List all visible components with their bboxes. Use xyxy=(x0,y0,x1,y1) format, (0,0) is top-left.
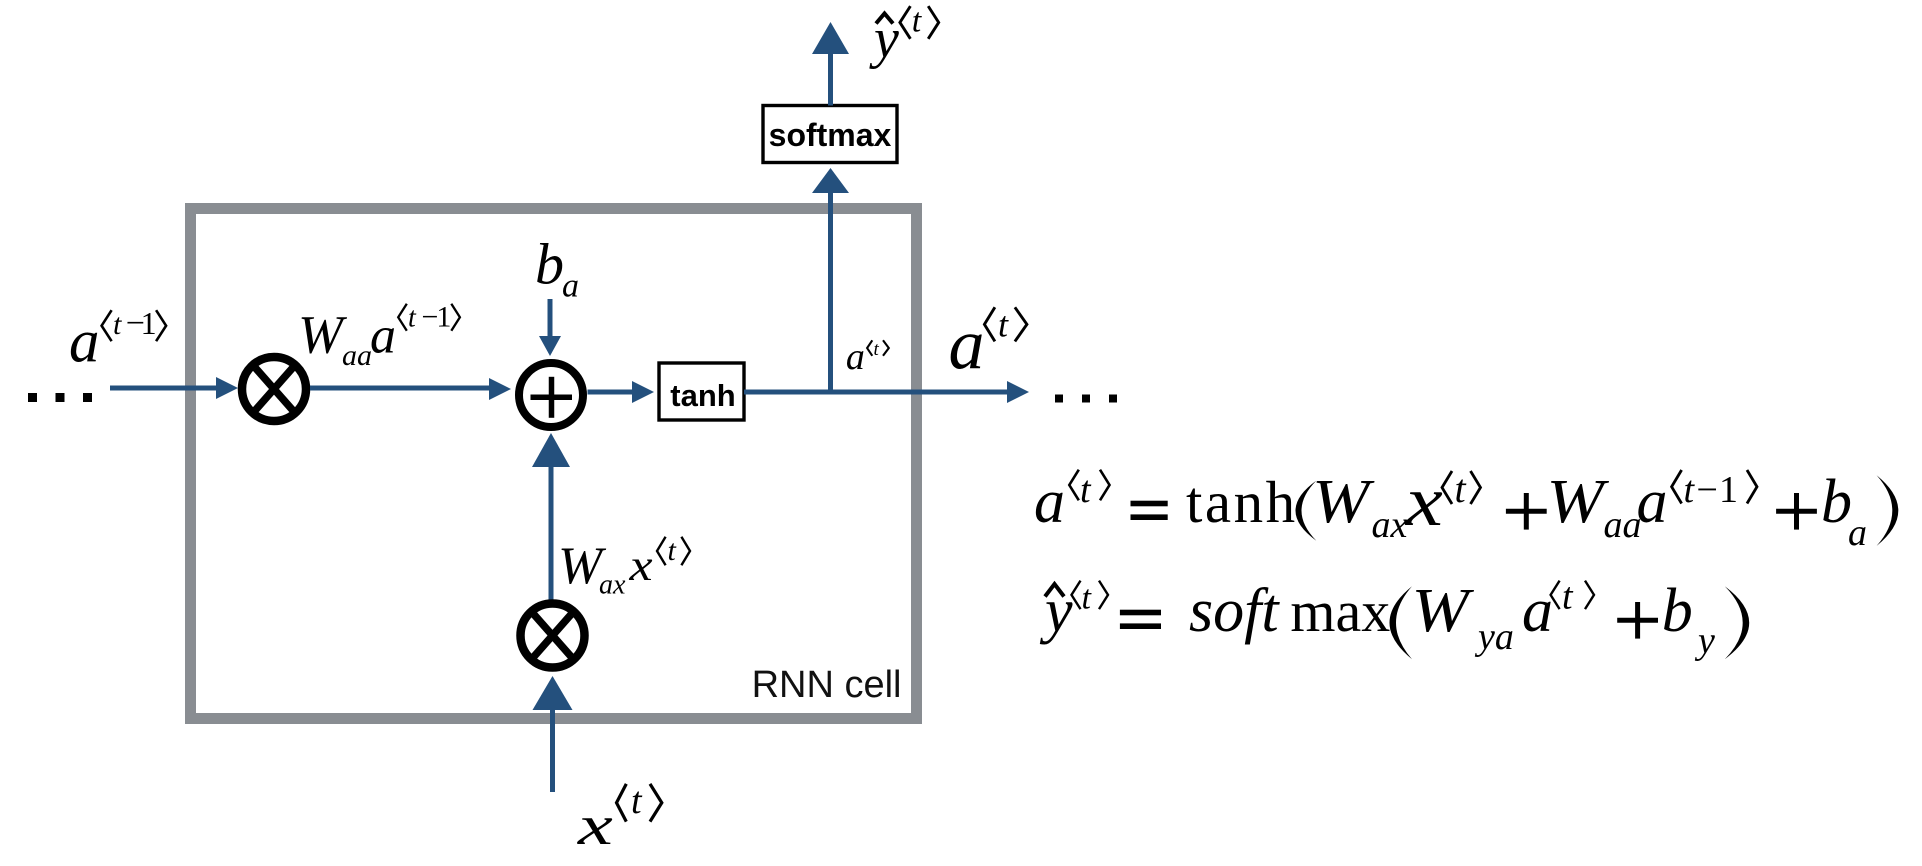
svg-text:b: b xyxy=(1821,468,1852,536)
svg-text:a: a xyxy=(562,268,579,305)
svg-text:a: a xyxy=(1637,468,1668,536)
svg-text:aa: aa xyxy=(1604,504,1642,546)
svg-text:t: t xyxy=(912,3,923,40)
svg-text:−: − xyxy=(124,305,147,342)
svg-text:tanh: tanh xyxy=(670,378,735,413)
svg-text:1: 1 xyxy=(141,305,157,341)
svg-text:b: b xyxy=(1662,577,1693,645)
svg-text:tanh: tanh xyxy=(1186,469,1298,535)
svg-text:t: t xyxy=(631,780,643,822)
svg-text:W: W xyxy=(298,305,348,365)
svg-text:y: y xyxy=(1694,620,1715,662)
svg-text:a: a xyxy=(846,336,865,378)
svg-text:W: W xyxy=(1412,577,1475,645)
svg-text:RNN cell: RNN cell xyxy=(752,664,902,706)
svg-text:t: t xyxy=(1562,576,1574,618)
svg-text:a: a xyxy=(1034,468,1065,536)
svg-text:t: t xyxy=(874,339,880,360)
svg-text:t: t xyxy=(1082,580,1093,617)
svg-text:W: W xyxy=(558,537,607,595)
svg-text:a: a xyxy=(370,308,396,365)
svg-text:t: t xyxy=(1684,469,1696,511)
svg-text:t: t xyxy=(1080,469,1092,511)
svg-text:t: t xyxy=(1455,466,1467,511)
svg-text:x: x xyxy=(577,794,613,856)
svg-text:softmax: softmax xyxy=(769,117,892,153)
svg-text:t: t xyxy=(668,534,677,567)
svg-text:−: − xyxy=(420,301,440,334)
svg-text:W: W xyxy=(1312,468,1375,536)
svg-text:a: a xyxy=(69,309,100,376)
svg-text:a: a xyxy=(1522,577,1553,645)
svg-text:1: 1 xyxy=(436,301,451,334)
svg-text:W: W xyxy=(1547,468,1610,536)
svg-text:a: a xyxy=(949,304,985,384)
svg-text:max: max xyxy=(1290,579,1390,644)
svg-text:a: a xyxy=(1848,512,1867,554)
svg-text:x: x xyxy=(1405,462,1443,541)
svg-text:t: t xyxy=(113,308,122,341)
svg-text:t: t xyxy=(408,303,417,334)
svg-text:1: 1 xyxy=(1719,469,1738,511)
svg-text:−: − xyxy=(1694,469,1720,511)
svg-text:aa: aa xyxy=(342,339,372,372)
svg-text:ya: ya xyxy=(1474,616,1514,658)
svg-text:ax: ax xyxy=(599,570,626,601)
svg-text:x: x xyxy=(628,542,652,590)
svg-text:y: y xyxy=(869,8,899,70)
svg-text:soft: soft xyxy=(1189,577,1280,645)
svg-text:t: t xyxy=(998,305,1009,345)
svg-text:ax: ax xyxy=(1372,504,1408,546)
svg-text:b: b xyxy=(535,232,564,297)
